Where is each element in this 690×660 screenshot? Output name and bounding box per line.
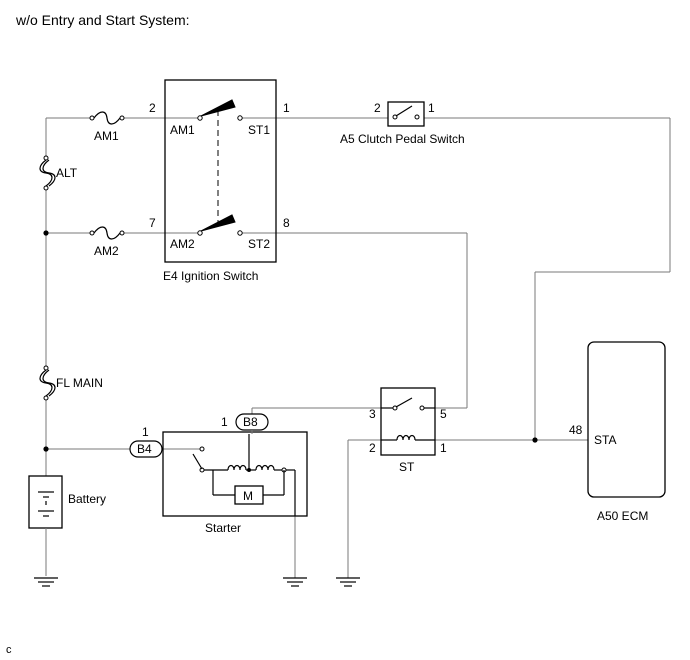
- battery: Battery: [28, 475, 106, 576]
- pin-7: 7: [149, 216, 156, 230]
- b4-pin: 1: [142, 425, 149, 439]
- ecm: STA 48 A50 ECM: [569, 341, 666, 523]
- clutch-pedal-switch: 2 1 A5 Clutch Pedal Switch: [340, 101, 465, 146]
- relay-label: ST: [399, 460, 415, 474]
- fuse-alt: ALT: [39, 155, 78, 191]
- ecm-label: A50 ECM: [597, 509, 648, 523]
- clutch-switch-label: A5 Clutch Pedal Switch: [340, 132, 465, 146]
- terminal-st1: ST1: [248, 123, 270, 137]
- st-relay: 3 5 2 1 ST: [369, 387, 447, 474]
- terminal-am1: AM1: [170, 123, 195, 137]
- starter-label: Starter: [205, 521, 241, 535]
- wires: [45, 117, 671, 578]
- relay-pin-2: 2: [369, 441, 376, 455]
- motor-symbol: M: [243, 489, 253, 503]
- battery-label: Battery: [68, 492, 106, 506]
- ignition-switch: AM1 ST1 AM2 ST2 2 1 7 8 E4 Ignition Swit…: [149, 79, 290, 283]
- ecm-pin-48: 48: [569, 423, 583, 437]
- fuse-am2-label: AM2: [94, 244, 119, 258]
- diagram-title: w/o Entry and Start System:: [15, 12, 190, 28]
- ignition-switch-label: E4 Ignition Switch: [163, 269, 258, 283]
- terminal-am2: AM2: [170, 237, 195, 251]
- fuse-alt-label: ALT: [56, 166, 78, 180]
- connector-b8: B8: [243, 415, 258, 429]
- clutch-pin-1: 1: [428, 101, 435, 115]
- starter: B4 1 B8 1 M Starter: [129, 413, 308, 535]
- pin-2: 2: [149, 101, 156, 115]
- ground-starter: [283, 577, 307, 587]
- fuse-am1: AM1: [89, 111, 125, 143]
- fuse-fl-main: FL MAIN: [39, 365, 103, 401]
- clutch-pin-2: 2: [374, 101, 381, 115]
- pin-1: 1: [283, 101, 290, 115]
- junctions: [43, 230, 538, 452]
- relay-pin-3: 3: [369, 407, 376, 421]
- relay-pin-5: 5: [440, 407, 447, 421]
- pin-8: 8: [283, 216, 290, 230]
- relay-pin-1: 1: [440, 441, 447, 455]
- terminal-st2: ST2: [248, 237, 270, 251]
- figure-code: c: [6, 644, 12, 656]
- ground-battery: [34, 577, 58, 587]
- connector-b4: B4: [137, 442, 152, 456]
- fuse-am1-label: AM1: [94, 129, 119, 143]
- fuse-am2: AM2: [89, 226, 125, 258]
- ecm-terminal-sta: STA: [594, 433, 616, 447]
- ground-relay: [336, 577, 360, 587]
- b8-pin: 1: [221, 415, 228, 429]
- fuse-fl-main-label: FL MAIN: [56, 376, 103, 390]
